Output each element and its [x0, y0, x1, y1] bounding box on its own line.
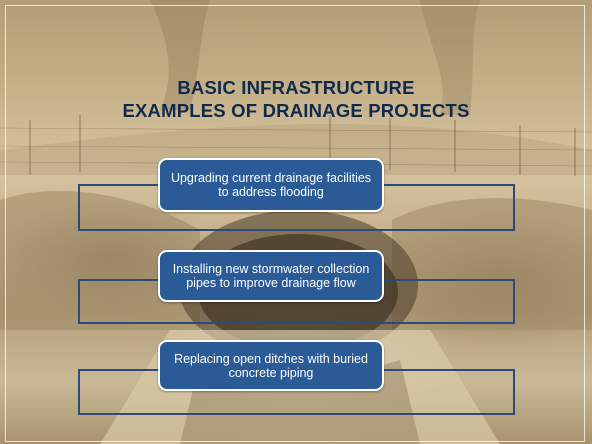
item-1-label: Upgrading current drainage facilities to…	[170, 171, 372, 199]
item-2-callout: Installing new stormwater collection pip…	[158, 250, 384, 302]
item-3-label: Replacing open ditches with buried concr…	[174, 351, 368, 380]
item-1-callout: Upgrading current drainage facilities to…	[158, 158, 384, 212]
title-line-2: EXAMPLES OF DRAINAGE PROJECTS	[122, 100, 470, 121]
slide-title: BASIC INFRASTRUCTURE EXAMPLES OF DRAINAG…	[0, 76, 592, 122]
title-line-1: BASIC INFRASTRUCTURE	[177, 77, 415, 98]
item-2-label: Installing new stormwater collection pip…	[172, 262, 370, 290]
item-3-callout: Replacing open ditches with buried concr…	[158, 340, 384, 391]
